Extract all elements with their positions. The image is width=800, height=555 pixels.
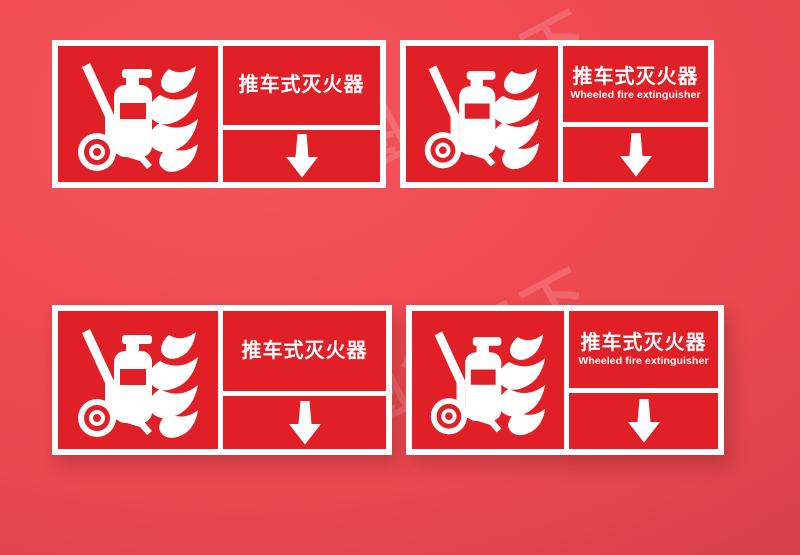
sign-gap-bottom: [392, 305, 406, 455]
arrow-down-icon: [288, 400, 322, 445]
arrow-down-icon: [627, 399, 661, 443]
arrow-cell: [223, 129, 380, 182]
caption-chinese: 推车式灭火器: [580, 331, 707, 354]
pictogram-cell: [58, 46, 218, 182]
pictogram-cell: [412, 311, 564, 449]
caption-chinese: 推车式灭火器: [238, 73, 365, 96]
pictogram-cell: [58, 311, 218, 449]
arrow-down-icon: [619, 132, 653, 177]
arrow-cell: [223, 396, 386, 449]
caption-cell: 推车式灭火器 Wheeled fire extinguisher: [569, 311, 718, 389]
top-left-sign[interactable]: 推车式灭火器: [52, 40, 386, 188]
caption-cell: 推车式灭火器: [223, 311, 386, 392]
sign-inner: 推车式灭火器 Wheeled fire extinguisher: [406, 305, 724, 455]
sign-inner: 推车式灭火器: [52, 305, 392, 455]
top-right-sign[interactable]: 推车式灭火器 Wheeled fire extinguisher: [400, 40, 714, 188]
caption-english: Wheeled fire extinguisher: [570, 89, 701, 102]
caption-cell: 推车式灭火器 Wheeled fire extinguisher: [563, 46, 708, 123]
text-column: 推车式灭火器: [223, 311, 386, 449]
wheeled-fire-extinguisher-icon: [427, 323, 549, 437]
text-column: 推车式灭火器 Wheeled fire extinguisher: [563, 46, 708, 182]
wheeled-fire-extinguisher-icon: [74, 55, 202, 173]
caption-english: Wheeled fire extinguisher: [578, 354, 709, 367]
bottom-left-sign[interactable]: 推车式灭火器: [52, 305, 392, 455]
sign-row-top: 推车式灭火器: [52, 40, 714, 188]
bottom-right-sign[interactable]: 推车式灭火器 Wheeled fire extinguisher: [406, 305, 724, 455]
caption-chinese: 推车式灭火器: [572, 66, 699, 89]
text-column: 推车式灭火器: [223, 46, 380, 182]
sign-row-bottom: 推车式灭火器: [52, 305, 724, 455]
pictogram-cell: [406, 46, 558, 182]
sign-gap-top: [386, 40, 400, 188]
text-column: 推车式灭火器 Wheeled fire extinguisher: [569, 311, 718, 449]
caption-chinese: 推车式灭火器: [241, 339, 368, 362]
arrow-cell: [563, 127, 708, 182]
caption-cell: 推车式灭火器: [223, 46, 380, 125]
arrow-down-icon: [285, 133, 319, 178]
wheeled-fire-extinguisher-icon: [74, 321, 202, 439]
sign-inner: 推车式灭火器: [52, 40, 386, 188]
sign-inner: 推车式灭火器 Wheeled fire extinguisher: [400, 40, 714, 188]
wheeled-fire-extinguisher-icon: [421, 57, 543, 171]
arrow-cell: [569, 393, 718, 449]
